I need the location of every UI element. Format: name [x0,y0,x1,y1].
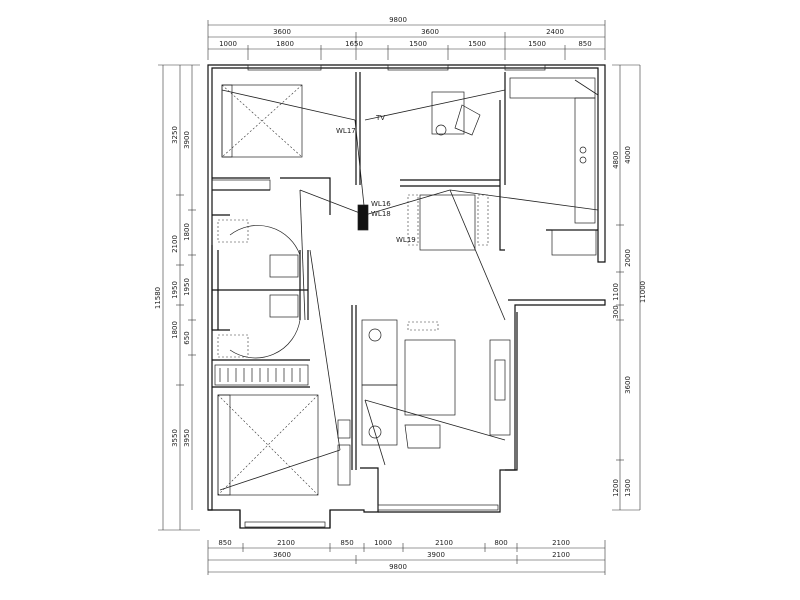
dim-right-outer-2: 11000 [639,281,647,303]
dim-top-inner-4: 1500 [409,40,427,48]
dim-left-inner-4: 650 [183,331,191,344]
dim-top-inner-7: 850 [578,40,591,48]
dim-left-outer-5: 3550 [171,429,179,447]
dim-right-outer-3: 1200 [612,479,620,497]
dim-left-total: 11580 [154,287,162,309]
dim-bottom-inner-5: 2100 [435,539,453,547]
dim-bottom-total: 9800 [389,563,407,571]
distribution-box [357,204,369,231]
dim-right-inner-3: 1100 [612,283,620,301]
label-tv: TV [375,114,385,122]
dim-top-inner-5: 1500 [468,40,486,48]
label-wl18: WL18 [371,210,391,218]
label-wl16: WL16 [371,200,391,208]
dim-top-inner-3: 1650 [345,40,363,48]
dim-top-mid-3: 2400 [546,28,564,36]
outer-walls [207,64,606,529]
dim-left-inner-5: 3950 [183,429,191,447]
dim-top-inner-1: 1000 [219,40,237,48]
dim-left-inner-1: 3900 [183,131,191,149]
dim-top-inner-6: 1500 [528,40,546,48]
dim-bottom-inner-4: 1000 [374,539,392,547]
dim-top-mid-1: 3600 [273,28,291,36]
dim-top-total: 9800 [389,16,407,24]
label-wl17: WL17 [336,127,356,135]
toilet [269,254,299,278]
tv-cabinet [489,339,511,436]
dim-bottom-mid-3: 2100 [552,551,570,559]
label-wl19: WL19 [396,236,416,244]
dim-right-outer-1: 4800 [612,151,620,169]
dim-right-inner-2: 2000 [624,249,632,267]
dim-bottom-inner-1: 850 [218,539,231,547]
dimension-lines: 9800 3600 3600 2400 1000 1800 1650 1500 … [154,16,647,575]
dim-left-outer-3: 1950 [171,281,179,299]
dim-left-inner-3: 1950 [183,278,191,296]
dim-left-outer-2: 2100 [171,235,179,253]
dim-right-inner-4: 3600 [624,376,632,394]
dim-bottom-inner-3: 850 [340,539,353,547]
dim-right-inner-5: 1300 [624,479,632,497]
dim-top-mid-2: 3600 [421,28,439,36]
dim-left-inner-2: 1800 [183,223,191,241]
dim-bottom-mid-1: 3600 [273,551,291,559]
dining-table [419,194,476,251]
dim-left-outer-4: 1800 [171,321,179,339]
dim-bottom-mid-2: 3900 [427,551,445,559]
wiring: WL17 TV WL16 WL18 WL19 [219,79,599,491]
dim-left-outer-1: 3250 [171,126,179,144]
furniture [211,77,597,496]
dim-bottom-inner-6: 800 [494,539,507,547]
dim-top-inner-2: 1800 [276,40,294,48]
dim-bottom-inner-7: 2100 [552,539,570,547]
dim-right-inner-1: 4000 [624,146,632,164]
dim-bottom-inner-2: 2100 [277,539,295,547]
dim-right-small: 300 [612,305,620,318]
sofa [361,319,398,386]
